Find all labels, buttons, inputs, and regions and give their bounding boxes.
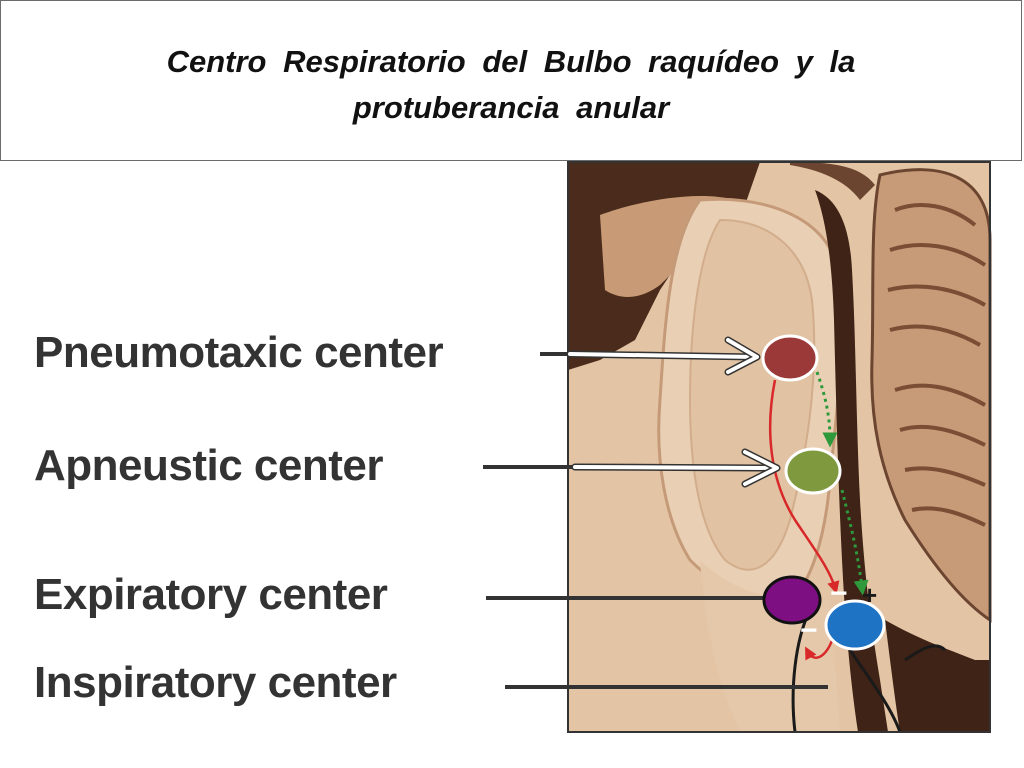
illustration-frame (567, 161, 991, 733)
pneumotaxic-center-marker (761, 334, 819, 382)
pneumotaxic-pointer-arrow (566, 336, 761, 376)
fourth-ventricle-channel (815, 190, 888, 732)
brainstem-illustration (567, 161, 992, 733)
expiratory-center-marker (762, 575, 822, 625)
red-inhibitory-pathway (768, 379, 840, 595)
cerebellum-folds-upper (887, 203, 987, 347)
apneustic-center-label: Apneustic center (34, 441, 383, 490)
minus-sign-lower: − (800, 614, 818, 647)
plus-sign: + (862, 580, 877, 610)
slide-title-line-2: protuberancia anular (352, 89, 670, 125)
apneustic-pointer-arrow (571, 448, 781, 488)
slide-title-line-1: Centro Respiratorio del Bulbo raquídeo y… (166, 43, 856, 79)
pons-inner (688, 218, 816, 571)
nerve-fiber-right (848, 649, 902, 733)
cerebellum-region (870, 168, 992, 623)
minus-sign-upper: − (830, 577, 848, 610)
ventricle-edge (790, 162, 875, 200)
inspiratory-center-marker (824, 599, 886, 651)
slide-title: Centro Respiratorio del Bulbo raquídeo y… (167, 31, 856, 131)
inspiratory-center-label: Inspiratory center (34, 658, 397, 707)
apneustic-center-marker (784, 447, 842, 495)
nerve-fiber-branch (904, 644, 947, 662)
cerebellum-folds-lower (894, 383, 986, 527)
expiratory-center-label: Expiratory center (34, 570, 388, 619)
slide-title-box: Centro Respiratorio del Bulbo raquídeo y… (0, 0, 1022, 161)
pneumotaxic-center-label: Pneumotaxic center (34, 328, 444, 377)
lower-right-dark-region (885, 620, 990, 732)
